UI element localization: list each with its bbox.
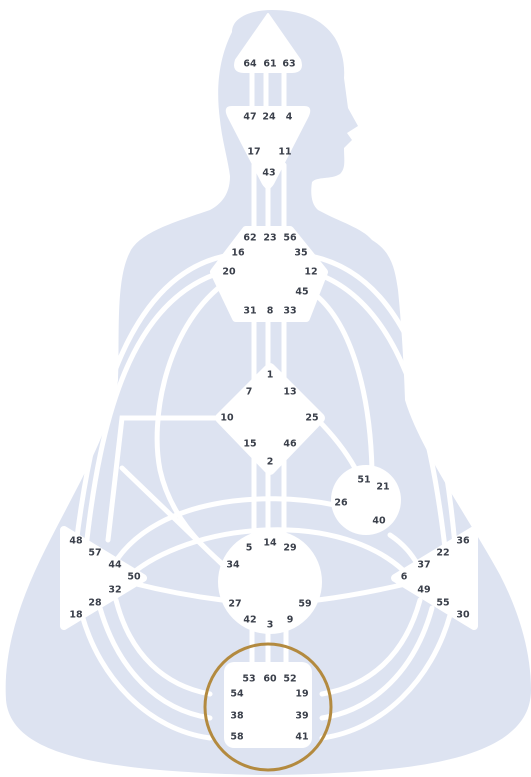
gate-label: 9 — [287, 615, 294, 626]
gate-label: 28 — [88, 598, 102, 609]
gate-label: 7 — [246, 387, 253, 398]
gate-label: 15 — [243, 439, 256, 450]
gate-label: 8 — [267, 306, 274, 317]
gate-label: 53 — [242, 674, 255, 685]
gate-label: 2 — [267, 457, 274, 468]
gate-label: 1 — [267, 370, 274, 381]
gate-label: 17 — [247, 147, 260, 158]
gate-label: 43 — [262, 168, 275, 179]
gate-label: 48 — [69, 536, 83, 547]
gate-label: 57 — [88, 548, 101, 559]
gate-label: 37 — [417, 560, 430, 571]
gate-label: 40 — [372, 516, 386, 527]
gate-label: 34 — [226, 560, 240, 571]
gate-label: 12 — [304, 267, 317, 278]
gate-label: 60 — [263, 674, 277, 685]
gate-label: 50 — [127, 572, 141, 583]
gate-label: 31 — [243, 306, 256, 317]
gate-label: 25 — [305, 413, 318, 424]
gate-label: 36 — [456, 536, 470, 547]
gate-label: 32 — [108, 585, 121, 596]
gate-label: 27 — [228, 599, 241, 610]
gate-label: 39 — [295, 711, 308, 722]
gate-label: 29 — [283, 543, 296, 554]
gate-label: 20 — [222, 267, 236, 278]
gate-label: 41 — [295, 732, 308, 743]
gate-label: 61 — [263, 59, 276, 70]
gate-label: 18 — [69, 610, 83, 621]
gate-label: 64 — [243, 59, 257, 70]
gate-label: 38 — [230, 711, 244, 722]
gate-label: 59 — [298, 599, 311, 610]
gate-label: 46 — [283, 439, 297, 450]
gate-label: 5 — [246, 543, 253, 554]
gate-label: 47 — [243, 112, 256, 123]
gate-label: 44 — [108, 560, 122, 571]
gate-label: 49 — [417, 585, 430, 596]
gate-label: 22 — [436, 548, 449, 559]
gate-label: 11 — [278, 147, 291, 158]
gate-label: 23 — [263, 233, 276, 244]
gate-label: 10 — [220, 413, 234, 424]
gate-label: 52 — [283, 674, 296, 685]
gate-label: 56 — [283, 233, 297, 244]
gate-label: 19 — [295, 689, 308, 700]
gate-label: 51 — [357, 475, 370, 486]
gate-label: 16 — [231, 248, 245, 259]
gate-label: 24 — [262, 112, 276, 123]
gate-label: 62 — [243, 233, 256, 244]
gate-label: 42 — [243, 615, 256, 626]
gate-label: 33 — [283, 306, 296, 317]
gate-label: 6 — [401, 572, 408, 583]
gate-label: 30 — [456, 610, 470, 621]
gate-label: 63 — [282, 59, 295, 70]
gate-label: 21 — [376, 482, 389, 493]
gate-label: 35 — [294, 248, 307, 259]
gate-label: 13 — [283, 387, 296, 398]
gate-label: 45 — [295, 287, 308, 298]
gate-label: 55 — [436, 598, 449, 609]
gate-label: 26 — [334, 498, 348, 509]
gate-label: 58 — [230, 732, 244, 743]
gate-label: 14 — [263, 538, 277, 549]
gate-label: 3 — [267, 620, 274, 631]
gate-label: 54 — [230, 689, 244, 700]
gate-label: 4 — [286, 112, 293, 123]
